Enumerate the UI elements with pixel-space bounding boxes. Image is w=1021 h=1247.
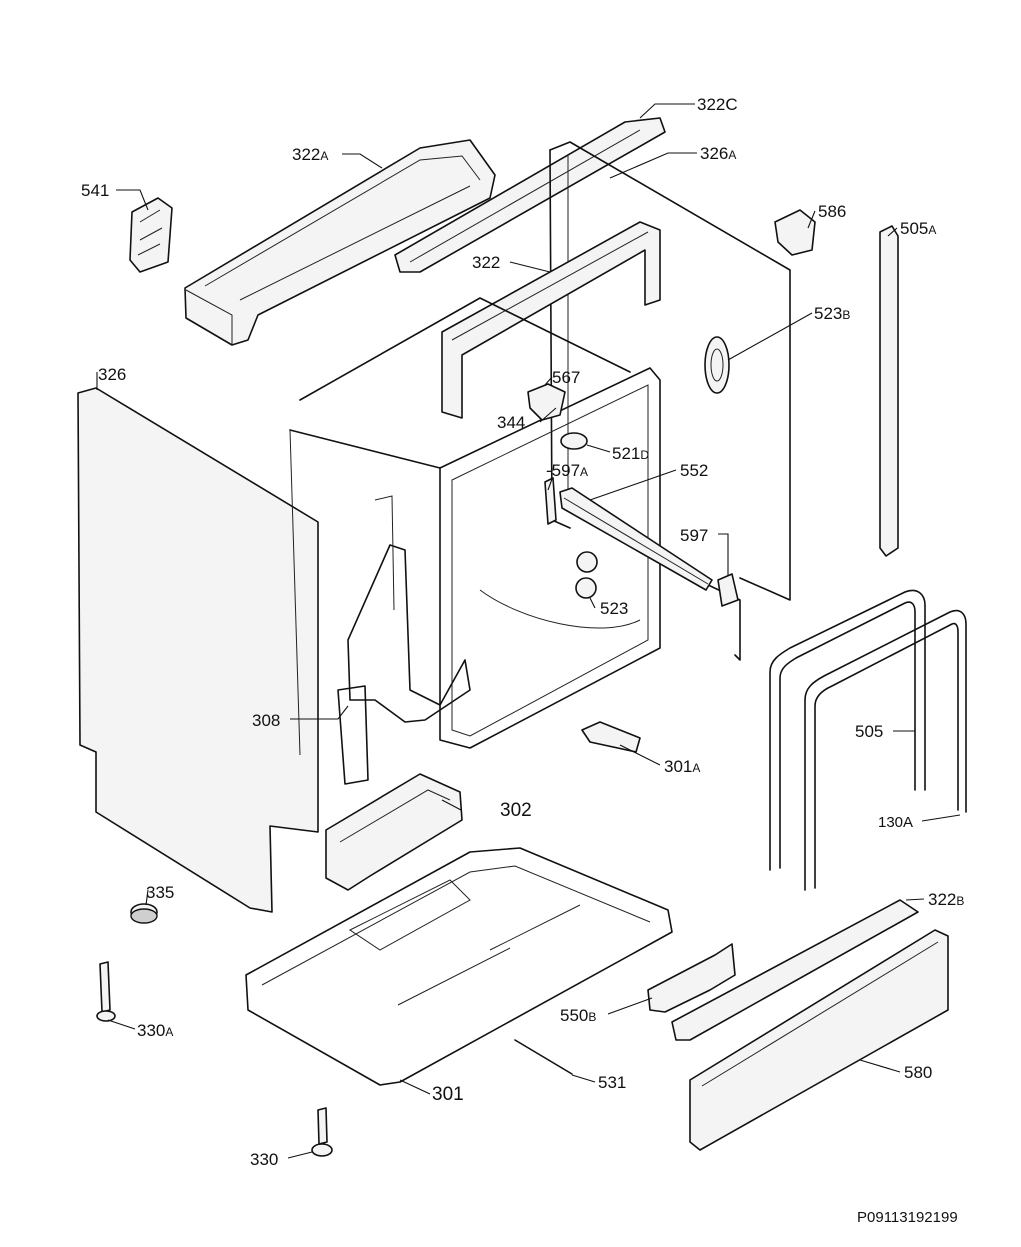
- label-130a: 130A: [878, 814, 913, 831]
- label-326: 326: [98, 365, 126, 384]
- label-552: 552: [680, 461, 708, 480]
- part-labels: 322C 322A 326A 541 586 505A 322 523B 326…: [81, 95, 964, 1169]
- label-523b: 523B: [814, 304, 850, 323]
- part-597: [717, 573, 739, 607]
- label-330: 330: [250, 1150, 278, 1169]
- label-326a: 326A: [700, 144, 736, 163]
- label-330a: 330A: [137, 1021, 173, 1040]
- leader-lines: [96, 103, 961, 1159]
- label-322a: 322A: [292, 145, 328, 164]
- label-344: 344: [497, 413, 525, 432]
- part-523: [575, 551, 598, 599]
- label-521d: 521D: [612, 444, 649, 463]
- part-322: [441, 221, 661, 419]
- part-330: [311, 1107, 333, 1157]
- part-322b: [671, 899, 919, 1041]
- part-531: [514, 1039, 573, 1075]
- part-521d: [560, 432, 588, 450]
- label-586: 586: [818, 202, 846, 221]
- label-335: 335: [146, 883, 174, 902]
- part-567-344: [527, 383, 566, 421]
- label-301: 301: [432, 1084, 464, 1105]
- part-335: [130, 903, 158, 924]
- part-130a: [804, 609, 967, 891]
- label-505: 505: [855, 722, 883, 741]
- label-550b: 550B: [560, 1006, 596, 1025]
- label-523: 523: [600, 599, 628, 618]
- label-322c: 322C: [697, 95, 738, 114]
- part-523b: [704, 336, 730, 394]
- label-322: 322: [472, 253, 500, 272]
- label-580: 580: [904, 1063, 932, 1082]
- label-322b: 322B: [928, 890, 964, 909]
- tub: [289, 297, 661, 756]
- part-580: [689, 929, 949, 1151]
- part-301: [245, 847, 673, 1086]
- label-301a: 301A: [664, 757, 700, 776]
- part-505: [769, 589, 926, 871]
- label-597: 597: [680, 526, 708, 545]
- diagram-reference-number: P09113192199: [857, 1209, 958, 1226]
- part-302: [325, 773, 463, 891]
- part-326: [77, 387, 319, 913]
- label-567: 567: [552, 368, 580, 387]
- part-322c: [394, 117, 666, 273]
- part-550b: [647, 943, 736, 1013]
- part-505a: [879, 225, 899, 557]
- part-301a: [581, 721, 641, 753]
- part-322a: [184, 139, 496, 346]
- label-541: 541: [81, 181, 109, 200]
- part-586: [774, 209, 816, 256]
- label-597a: -597A: [546, 461, 588, 480]
- label-308: 308: [252, 711, 280, 730]
- part-308: [337, 495, 471, 785]
- part-552: [559, 487, 713, 591]
- label-302: 302: [500, 800, 532, 821]
- label-505a: 505A: [900, 219, 936, 238]
- part-541: [129, 197, 173, 273]
- label-531: 531: [598, 1073, 626, 1092]
- part-597a: [544, 477, 557, 525]
- part-330a: [96, 961, 116, 1022]
